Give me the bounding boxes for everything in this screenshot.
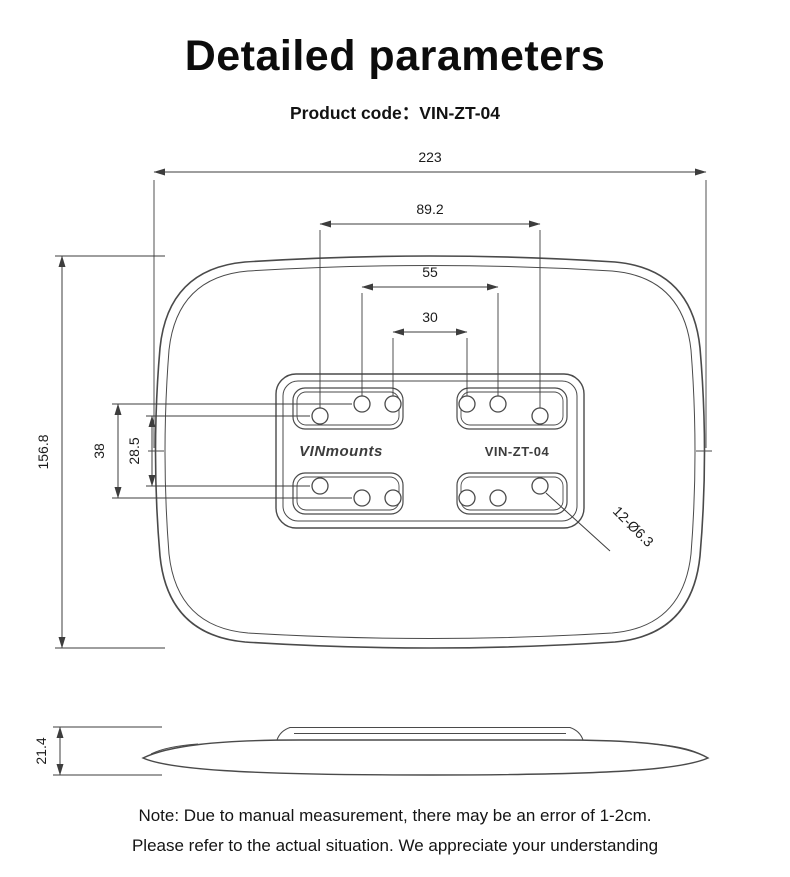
- measurement-note: Note: Due to manual measurement, there m…: [0, 801, 790, 861]
- dim-width-label: 223: [418, 149, 442, 165]
- mounting-hole: [458, 489, 476, 507]
- dim-vspan-inner-label: 28.5: [126, 437, 142, 464]
- dim-span-outer-label: 89.2: [416, 201, 443, 217]
- mounting-hole: [353, 489, 371, 507]
- product-code: Product code：VIN-ZT-04: [0, 100, 790, 125]
- dim-vspan-outer-label: 38: [91, 443, 107, 459]
- brand-text: VINmounts: [299, 443, 383, 460]
- note-line-2: Please refer to the actual situation. We…: [131, 835, 659, 855]
- mounting-hole: [311, 407, 329, 425]
- mounting-hole: [353, 395, 371, 413]
- dim-height-label: 156.8: [35, 434, 51, 469]
- model-text: VIN-ZT-04: [485, 444, 550, 459]
- mounting-hole: [384, 395, 402, 413]
- product-code-label: Product code：: [289, 103, 420, 123]
- mounting-hole: [458, 395, 476, 413]
- dim-thickness-label: 21.4: [33, 737, 49, 764]
- side-view: [141, 726, 710, 776]
- mounting-hole: [531, 407, 549, 425]
- dim-span-inner-label: 30: [422, 309, 438, 325]
- page-title: Detailed parameters: [184, 32, 606, 80]
- mounting-hole: [489, 489, 507, 507]
- mounting-hole: [531, 477, 549, 495]
- mounting-hole: [384, 489, 402, 507]
- side-profile-raised-block: [276, 726, 584, 741]
- note-line-1: Note: Due to manual measurement, there m…: [138, 806, 652, 825]
- hole-callout-leader: [545, 492, 611, 552]
- mounting-hole: [311, 477, 329, 495]
- side-profile-rim: [150, 743, 199, 755]
- thickness-dimension: 21.4: [33, 726, 162, 776]
- product-code-value: VIN-ZT-04: [419, 103, 501, 123]
- side-profile-rim: [652, 743, 701, 755]
- plate-inner-outline: [164, 265, 696, 639]
- top-view: VINmounts VIN-ZT-04: [148, 255, 712, 649]
- mounting-block-inner-outline: [282, 380, 578, 522]
- mounting-hole: [489, 395, 507, 413]
- side-profile-body: [141, 739, 710, 776]
- dim-span-middle-label: 55: [422, 264, 438, 280]
